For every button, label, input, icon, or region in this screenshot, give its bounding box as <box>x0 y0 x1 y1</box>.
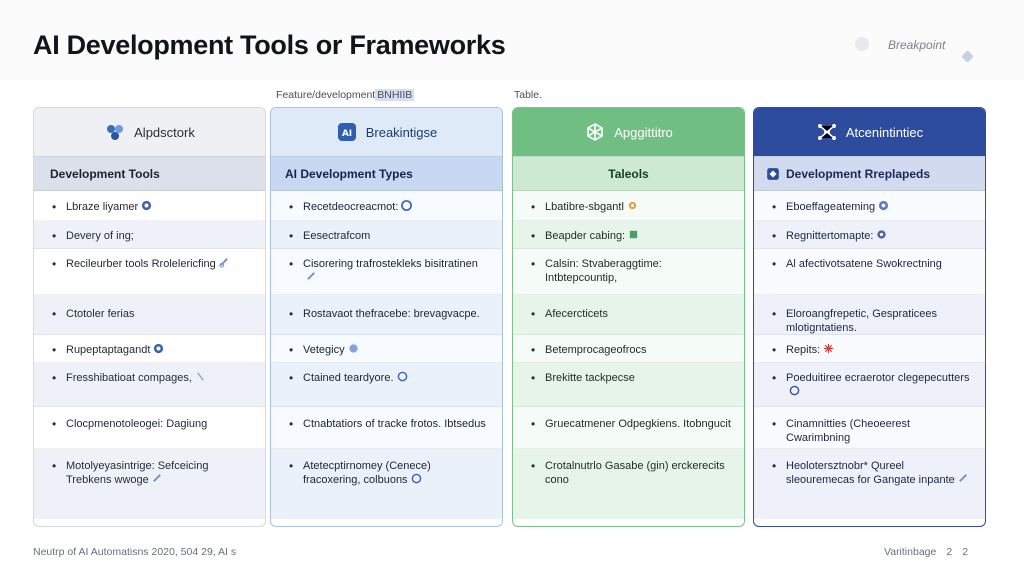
ai-badge-icon: AI <box>336 121 358 143</box>
list-item[interactable]: •Recetdeocreacmot: <box>271 191 502 221</box>
column-2: AI Breakintigse AI Development Types •Re… <box>270 107 503 527</box>
list-item[interactable]: •Betemprocageofrocs <box>513 335 744 363</box>
link-icon <box>306 271 317 282</box>
column-2-rows: •Recetdeocreacmot: •Eesectrafcom •Cisore… <box>271 191 502 519</box>
page-number[interactable]: 2 <box>946 546 953 558</box>
molecule-icon <box>816 121 838 143</box>
list-item[interactable]: •Lbatibre-sbgantl <box>513 191 744 221</box>
github-icon <box>411 473 422 484</box>
list-item[interactable]: •Clocpmenotoleogei: Dagiung <box>34 407 265 449</box>
column-2-subheader: AI Development Types <box>271 156 502 191</box>
list-item[interactable]: •Regnittertomapte: <box>754 221 985 249</box>
github-icon <box>401 200 413 211</box>
list-item[interactable]: •Motolyeyasintrige: Sefceicing Trebkens … <box>34 449 265 519</box>
column-2-header[interactable]: AI Breakintigse <box>271 108 502 156</box>
page-number[interactable]: 2 <box>962 546 969 558</box>
list-item[interactable]: •Gruecatmener Odpegkiens. Itobngucit <box>513 407 744 449</box>
github-icon <box>348 343 359 354</box>
github-icon <box>153 343 164 354</box>
column-4: Atcenintintiec Development Rreplapeds •E… <box>753 107 986 527</box>
list-item[interactable]: •Brekitte tackpecse <box>513 363 744 407</box>
column-3-title: Apggittitro <box>614 124 673 140</box>
link-icon <box>152 473 163 484</box>
column-4-subheader-text: Development Rreplapeds <box>786 166 931 181</box>
page-title: AI Development Tools or Frameworks <box>33 30 506 60</box>
column-4-title: Atcenintintiec <box>845 124 924 140</box>
svg-text:AI: AI <box>342 129 352 139</box>
list-item[interactable]: •Crotalnutrlo Gasabe (gin) erckerecits c… <box>513 449 744 519</box>
column-1-subheader: Development Tools <box>34 156 265 191</box>
list-item[interactable]: •Recileurber tools Rrolelericfing <box>34 249 265 295</box>
spark-icon <box>823 343 834 354</box>
column-1-rows: •Lbraze liyamer •Devery of ing; •Recileu… <box>34 191 265 519</box>
list-item[interactable]: •Beapder cabing: <box>513 221 744 249</box>
link-icon <box>958 473 969 484</box>
top-right-label: Breakpoint <box>888 38 946 52</box>
list-item[interactable]: •Atetecptirnomey (Cenece) fracoxering, c… <box>271 449 502 519</box>
link-icon <box>628 229 639 240</box>
list-item[interactable]: •Ctnabtatiors of tracke frotos. Ibtsedus <box>271 407 502 449</box>
list-item[interactable]: •Eloroangfrepetic, Gespraticees mlotignt… <box>754 295 985 335</box>
list-item[interactable]: •Cisorering trafrostekleks bisitratinen <box>271 249 502 295</box>
column-3-subheader: Taleols <box>513 156 744 191</box>
list-item[interactable]: •Afecercticets <box>513 295 744 335</box>
annotation-features-text: Feature/development <box>276 89 376 101</box>
github-icon <box>878 200 889 211</box>
list-item[interactable]: •Cinamnitties (Cheoeerest Cwarimbning <box>754 407 985 449</box>
column-3-header[interactable]: Apggittitro <box>513 108 744 156</box>
list-item[interactable]: •Al afectivotsatene Swokrectning <box>754 249 985 295</box>
column-1-header[interactable]: Alpdsctork <box>34 108 265 156</box>
list-item[interactable]: •Eesectrafcom <box>271 221 502 249</box>
cluster-icon <box>104 121 126 143</box>
list-item[interactable]: •Rostavaot thefracebe: brevagvacpe. <box>271 295 502 335</box>
list-item[interactable]: •Repits: <box>754 335 985 363</box>
github-icon <box>397 371 408 382</box>
column-4-subheader: Development Rreplapeds <box>754 156 985 191</box>
column-3-rows: •Lbatibre-sbgantl •Beapder cabing: •Cals… <box>513 191 744 519</box>
column-1: Alpdsctork Development Tools •Lbraze liy… <box>33 107 266 527</box>
list-item[interactable]: •Calsin: Stvaberaggtime: Intbtepcountip, <box>513 249 744 295</box>
column-2-title: Breakintigse <box>365 124 438 140</box>
list-item[interactable]: •Eboeffageateming <box>754 191 985 221</box>
footer-citation: Neutrp of AI Automatisns 2020, 504 29, A… <box>33 546 237 558</box>
gear-icon <box>876 229 887 240</box>
column-1-title: Alpdsctork <box>134 124 195 140</box>
column-3: Apggittitro Taleols •Lbatibre-sbgantl •B… <box>512 107 745 527</box>
column-4-header[interactable]: Atcenintintiec <box>754 108 985 156</box>
title-bar <box>0 0 1024 80</box>
annotation-table: Table. <box>514 89 543 101</box>
annotation-features-highlight: BNHIIB <box>375 89 415 101</box>
github-icon <box>789 385 800 396</box>
gear-icon <box>627 200 638 211</box>
list-item[interactable]: •Vetegicy <box>271 335 502 363</box>
sync-icon <box>766 167 780 181</box>
footer-label: Varitinbage <box>884 546 937 558</box>
link-icon <box>219 257 230 268</box>
column-4-rows: •Eboeffageateming •Regnittertomapte: •Al… <box>754 191 985 519</box>
list-item[interactable]: •Ctotoler ferias <box>34 295 265 335</box>
github-icon <box>141 200 152 211</box>
pin-icon <box>195 371 206 382</box>
list-item[interactable]: •Fresshibatioat compages, <box>34 363 265 407</box>
list-item[interactable]: •Devery of ing; <box>34 221 265 249</box>
blur-decoration <box>855 37 869 51</box>
list-item[interactable]: •Lbraze liyamer <box>34 191 265 221</box>
list-item[interactable]: •Heolotersztnobr* Qureel sleouremecas fo… <box>754 449 985 519</box>
network-icon <box>584 121 606 143</box>
list-item[interactable]: •Rupeptaptagandt <box>34 335 265 363</box>
list-item[interactable]: •Ctained teardyore. <box>271 363 502 407</box>
list-item[interactable]: •Poeduitiree ecraerotor clegepecutters <box>754 363 985 407</box>
